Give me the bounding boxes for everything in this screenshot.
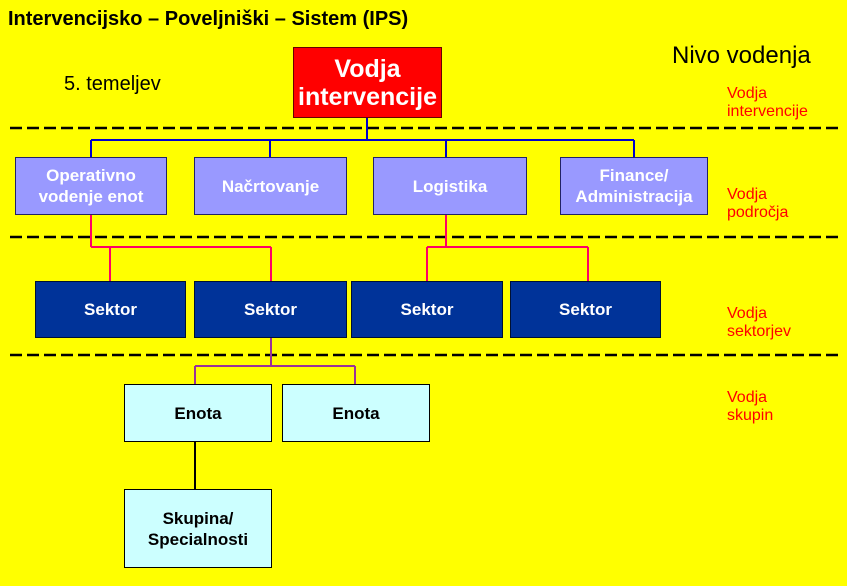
sector-label: Sektor: [559, 299, 612, 319]
area-to-sector-connectors: [90, 215, 589, 281]
level-label-area: Vodja področja: [727, 186, 789, 221]
unit-box[interactable]: Enota: [124, 384, 272, 442]
level-column-title: Nivo vodenja: [672, 42, 811, 69]
level-label-groups: Vodja skupin: [727, 389, 774, 424]
area-box-finance[interactable]: Finance/ Administracija: [560, 157, 708, 215]
group-label: Skupina/ Specialnosti: [147, 508, 249, 549]
sector-to-unit-connectors: [194, 338, 356, 384]
unit-label: Enota: [332, 403, 380, 423]
area-box-operations[interactable]: Operativno vodenje enot: [15, 157, 167, 215]
level-label-intervention: Vodja intervencije: [727, 85, 808, 120]
level-label-sectors: Vodja sektorjev: [727, 305, 792, 340]
sector-label: Sektor: [400, 299, 454, 319]
page-title: Intervencijsko – Poveljniški – Sistem (I…: [8, 8, 409, 30]
area-label: Načrtovanje: [221, 176, 320, 196]
unit-box[interactable]: Enota: [282, 384, 430, 442]
sector-box[interactable]: Sektor: [194, 281, 347, 338]
top-to-area-connectors: [90, 118, 635, 157]
sector-box[interactable]: Sektor: [351, 281, 503, 338]
sector-label: Sektor: [84, 299, 137, 319]
sector-label: Sektor: [244, 299, 297, 319]
area-label: Finance/ Administracija: [575, 166, 693, 206]
sector-box[interactable]: Sektor: [510, 281, 661, 338]
area-box-logistics[interactable]: Logistika: [373, 157, 527, 215]
sector-box[interactable]: Sektor: [35, 281, 186, 338]
diagram-subtitle: 5. temeljev: [64, 73, 161, 95]
incident-commander-label: Vodja intervencije: [298, 54, 437, 111]
unit-label: Enota: [174, 403, 222, 423]
area-label: Logistika: [412, 176, 488, 196]
group-specialty-box[interactable]: Skupina/ Specialnosti: [124, 489, 272, 568]
incident-commander-box[interactable]: Vodja intervencije: [293, 47, 442, 118]
area-label: Operativno vodenje enot: [38, 166, 144, 206]
area-box-planning[interactable]: Načrtovanje: [194, 157, 347, 215]
